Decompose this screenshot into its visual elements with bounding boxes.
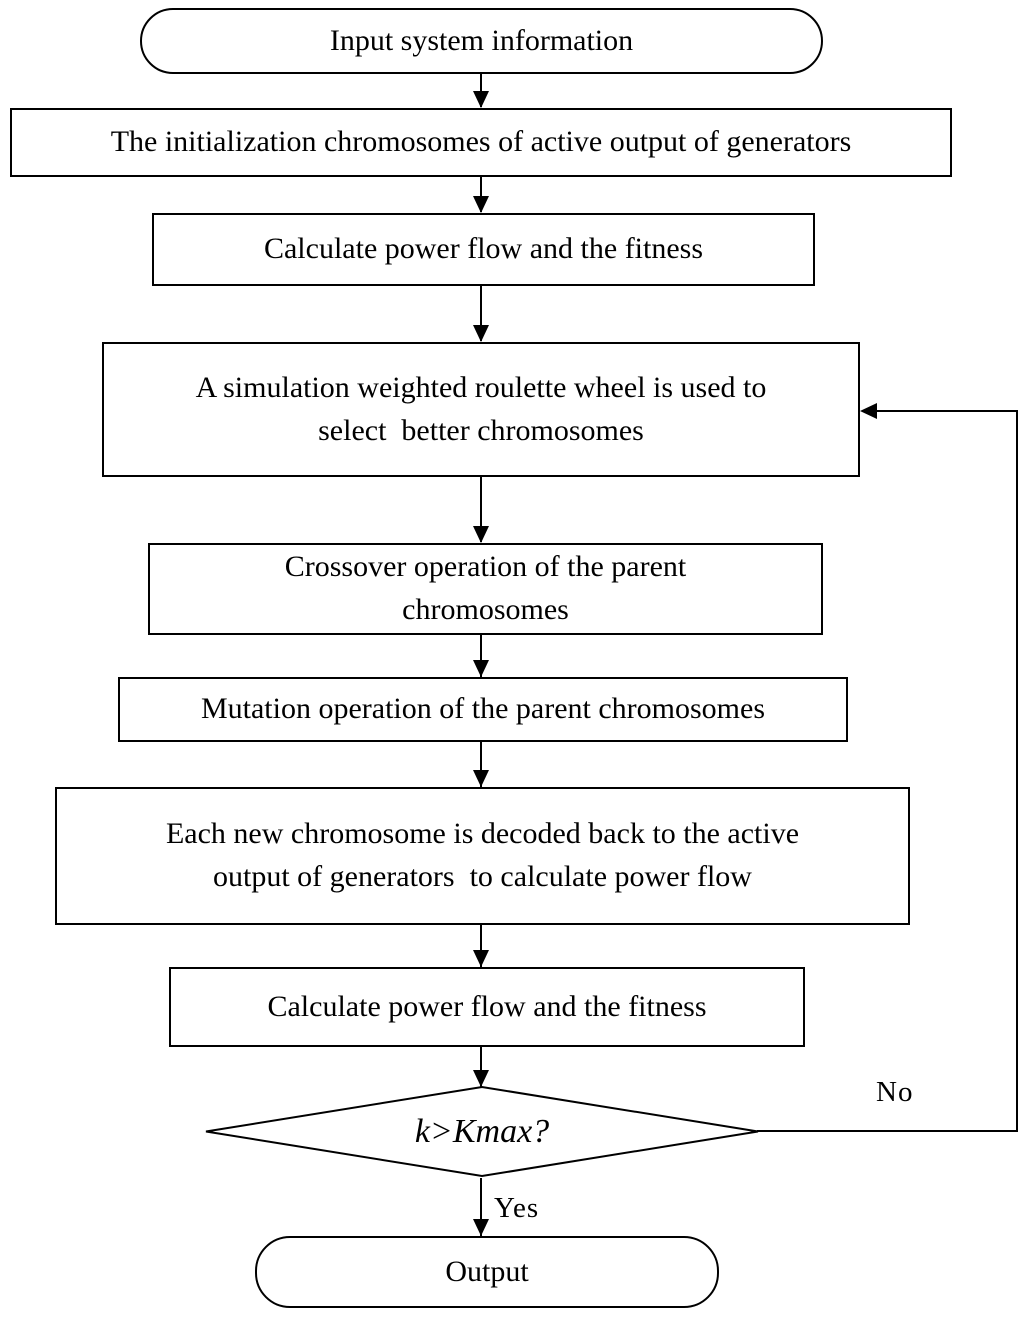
node-calc-fitness-1-label: Calculate power flow and the fitness [263, 232, 704, 266]
arrowhead-down-icon [473, 526, 489, 543]
arrowhead-down-icon [473, 1070, 489, 1087]
node-mutation-label: Mutation operation of the parent chromos… [200, 692, 766, 726]
connector-calc1-select [480, 286, 482, 341]
node-mutation: Mutation operation of the parent chromos… [118, 677, 848, 742]
feedback-line-right [1016, 410, 1018, 1132]
node-calc-fitness-2: Calculate power flow and the fitness [169, 967, 805, 1047]
arrowhead-down-icon [473, 196, 489, 213]
node-calc-fitness-1: Calculate power flow and the fitness [152, 213, 815, 286]
connector-decision-output [480, 1178, 482, 1236]
connector-crossover-mutation [480, 635, 482, 677]
node-decision-label: k>Kmax? [414, 1112, 550, 1150]
node-output-label: Output [445, 1254, 529, 1288]
node-crossover: Crossover operation of the parent chromo… [148, 543, 823, 635]
arrowhead-down-icon [473, 660, 489, 677]
arrowhead-left-icon [860, 403, 877, 419]
node-start: Input system information [140, 8, 823, 74]
node-output: Output [255, 1236, 719, 1308]
edge-label-yes: Yes [494, 1192, 540, 1224]
decision-diamond-shape [205, 1085, 759, 1178]
node-decision: k>Kmax? [204, 1085, 760, 1178]
node-init-chromosomes: The initialization chromosomes of active… [10, 108, 952, 177]
arrowhead-down-icon [473, 91, 489, 108]
connector-start-init [480, 74, 482, 107]
edge-label-no: No [876, 1076, 914, 1108]
node-start-label: Input system information [329, 23, 634, 57]
node-init-chromosomes-label: The initialization chromosomes of active… [110, 125, 852, 159]
connector-mutation-decode [480, 742, 482, 787]
connector-decode-calc2 [480, 925, 482, 967]
node-calc-fitness-2-label: Calculate power flow and the fitness [267, 989, 707, 1023]
connector-init-calc1 [480, 177, 482, 212]
feedback-line-top [874, 410, 1018, 412]
node-decode-label: Each new chromosome is decoded back to t… [165, 817, 800, 893]
node-crossover-label: Crossover operation of the parent chromo… [284, 550, 687, 626]
arrowhead-down-icon [473, 770, 489, 787]
connector-select-crossover [480, 477, 482, 542]
node-roulette-select-label: A simulation weighted roulette wheel is … [195, 370, 767, 447]
connector-calc2-decision [480, 1047, 482, 1087]
feedback-line-bottom [757, 1130, 1018, 1132]
arrowhead-down-icon [473, 950, 489, 967]
node-roulette-select: A simulation weighted roulette wheel is … [102, 342, 860, 477]
arrowhead-down-icon [473, 325, 489, 342]
arrowhead-down-icon [473, 1219, 489, 1236]
node-decode: Each new chromosome is decoded back to t… [55, 787, 910, 925]
